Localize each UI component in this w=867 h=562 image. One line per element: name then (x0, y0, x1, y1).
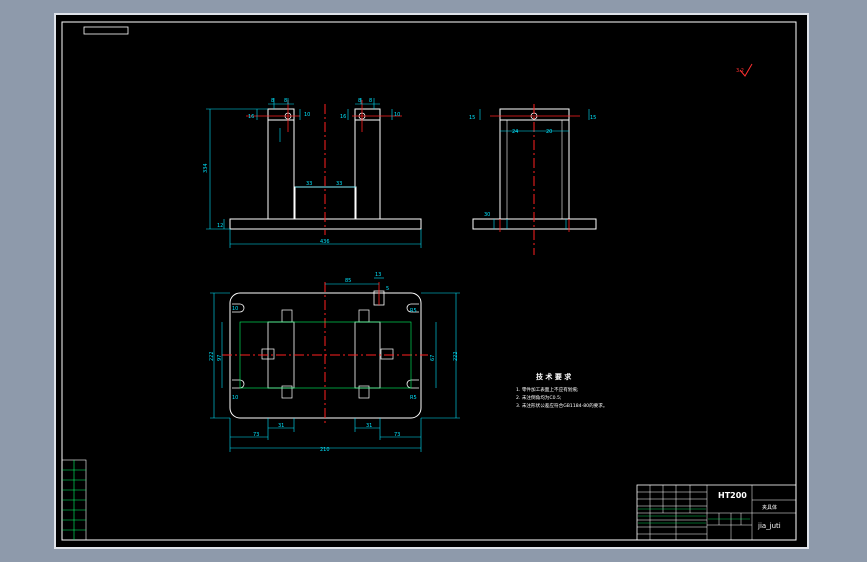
roughness-value: 3.2 (736, 68, 744, 74)
dim-plan-bottom-mid-right: 31 (366, 423, 372, 429)
dim-side-left: 15 (469, 115, 475, 121)
dim-front-gap-left: 33 (306, 181, 312, 187)
dim-plan-top-slot-b: 5 (386, 286, 389, 292)
inner-border (61, 21, 797, 541)
dim-plan-top-slot: 13 (375, 272, 381, 278)
tech-note-3: 3. 未注形状公差应符合GB1184-80的要求。 (516, 402, 607, 409)
dim-front-tla: 8 (271, 98, 274, 104)
corner-tag (83, 26, 129, 35)
revision-strip (61, 459, 87, 541)
dim-side-right: 15 (590, 115, 596, 121)
dim-front-trb: 8 (369, 98, 372, 104)
dim-plan-hole-bl: 10 (232, 395, 238, 401)
dim-side-center-right: 20 (546, 129, 552, 135)
dim-front-tra: 8 (358, 98, 361, 104)
dim-plan-right-height: 222 (453, 351, 459, 361)
tech-notes-title: 技 术 要 求 (536, 372, 572, 381)
dim-plan-left-inner: 97 (217, 355, 223, 361)
dim-front-tlc: 16 (248, 114, 254, 120)
dim-plan-bottom-mid-left: 31 (278, 423, 284, 429)
dim-front-width: 436 (320, 239, 330, 245)
title-part-name: 夹具体 (762, 504, 777, 511)
dim-plan-top-center: 85 (345, 278, 351, 284)
front-view: 334 12 436 33 33 8 8 16 10 8 8 16 10 (203, 98, 422, 248)
dim-front-tlb: 8 (284, 98, 287, 104)
tech-note-2: 2. 未注倒角均为C0.5; (516, 394, 562, 401)
title-material: HT200 (718, 491, 747, 500)
title-block: HT200 夹具体 jia_juti (636, 484, 797, 541)
dim-plan-right-inner: 67 (430, 355, 436, 361)
dim-side-center-left: 24 (512, 129, 518, 135)
dim-plan-total-width: 210 (320, 447, 330, 453)
tech-note-1: 1. 零件加工表面上不应有划痕; (516, 386, 579, 393)
tech-notes: 技 术 要 求 1. 零件加工表面上不应有划痕; 2. 未注倒角均为C0.5; … (516, 372, 607, 409)
dim-plan-bottom-left: 73 (253, 432, 259, 438)
drawing-sheet (54, 13, 809, 549)
dim-plan-bottom-right: 73 (394, 432, 400, 438)
dim-front-trc: 16 (340, 114, 346, 120)
dim-plan-left-height: 222 (209, 351, 215, 361)
plan-view: 85 13 5 222 97 222 67 210 73 31 31 73 10… (209, 272, 460, 453)
dim-plan-hole-br: R5 (410, 395, 417, 401)
dim-front-base: 12 (217, 223, 223, 229)
dim-front-gap-right: 33 (336, 181, 342, 187)
dim-front-tld: 10 (304, 112, 310, 118)
dim-front-trd: 10 (394, 112, 400, 118)
side-view: 15 15 24 20 30 (469, 104, 597, 255)
roughness-mark: 3.2 (736, 63, 753, 77)
title-drawing-no: jia_juti (757, 522, 781, 530)
dim-plan-hole-tr: R5 (410, 308, 417, 314)
dim-plan-hole-tl: 10 (232, 306, 238, 312)
dim-side-bottom: 30 (484, 212, 490, 218)
dim-front-height: 334 (203, 163, 209, 173)
